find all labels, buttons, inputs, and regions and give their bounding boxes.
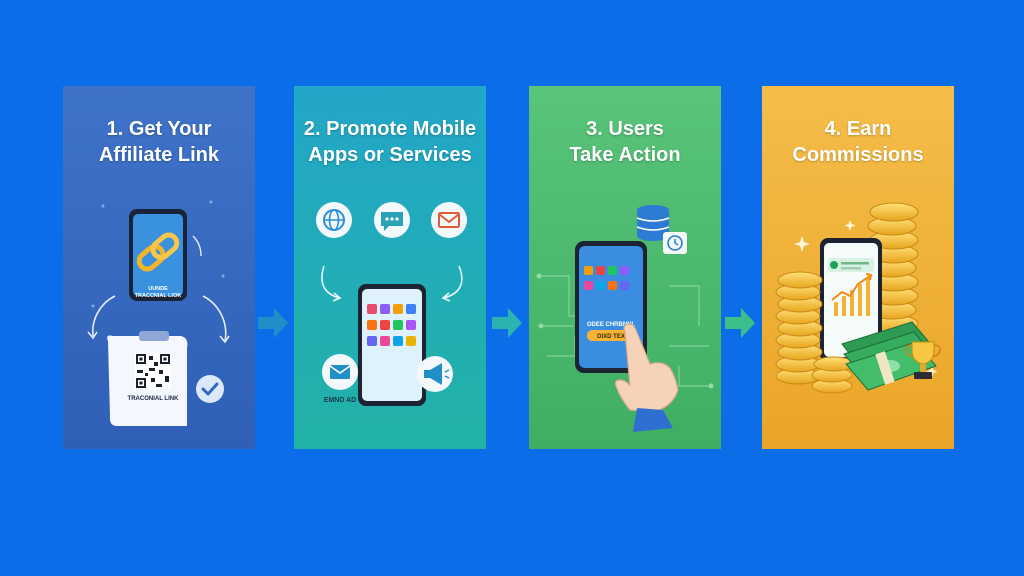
trophy-icon <box>905 341 941 379</box>
phone-icon <box>358 284 426 406</box>
flow-arrow-2 <box>492 308 522 338</box>
step-4-title: 4. Earn Commissions <box>792 118 924 166</box>
step-2-panel: 2. Promote Mobile Apps or Services <box>294 86 486 449</box>
step-1-panel: 1. Get Your Affiliate Link UUNDE TRACCNI… <box>63 86 255 449</box>
tracking-paper: TRACONIAL LINK <box>107 331 188 426</box>
coin-stack-icon-left <box>775 271 855 394</box>
step-3-illustration: ODEE CHRBNNL DIXD TEX <box>536 205 714 432</box>
phone-caption-2: TRACCNIAL LIOK <box>135 293 182 299</box>
email-ad-bubble: EMND AD <box>322 354 358 404</box>
database-icon <box>636 205 670 241</box>
phone-icon <box>820 238 882 362</box>
chain-link-icon <box>136 232 180 272</box>
phone-caption-1: UUNDE <box>148 286 168 292</box>
chat-bubble-icon <box>374 202 410 238</box>
step-1-illustration: UUNDE TRACCNIAL LIOK TRACONIAL LINK <box>87 200 230 426</box>
megaphone-icon <box>417 356 453 392</box>
qr-code-icon <box>135 353 171 389</box>
phone-screen-text: ODEE CHRBNNL <box>587 322 636 328</box>
step-3-title: 3. Users Take Action <box>569 118 681 166</box>
step-2-illustration: EMND AD <box>316 202 467 406</box>
paper-label: TRACONIAL LINK <box>128 396 180 402</box>
step-3-panel: 3. Users Take Action ODEE CHRBNNL <box>529 86 721 449</box>
step-4-panel: 4. Earn Commissions <box>762 86 954 449</box>
step-2-title: 2. Promote Mobile Apps or Services <box>303 118 477 166</box>
flow-arrow-3 <box>725 308 755 338</box>
step-4-illustration <box>775 202 941 394</box>
app-grid <box>367 304 416 346</box>
pointing-hand-icon <box>614 323 679 432</box>
mail-icon <box>431 202 467 238</box>
email-ad-label: EMND AD <box>324 397 356 404</box>
growth-chart-icon <box>831 273 873 316</box>
clock-icon <box>663 232 687 254</box>
action-button <box>587 330 635 341</box>
step-1-title: 1. Get Your Affiliate Link <box>98 118 219 166</box>
action-button-label: DIXD TEX <box>597 334 625 340</box>
globe-icon <box>316 202 352 238</box>
checkmark-icon <box>196 375 224 403</box>
flow-arrow-1 <box>258 308 288 338</box>
